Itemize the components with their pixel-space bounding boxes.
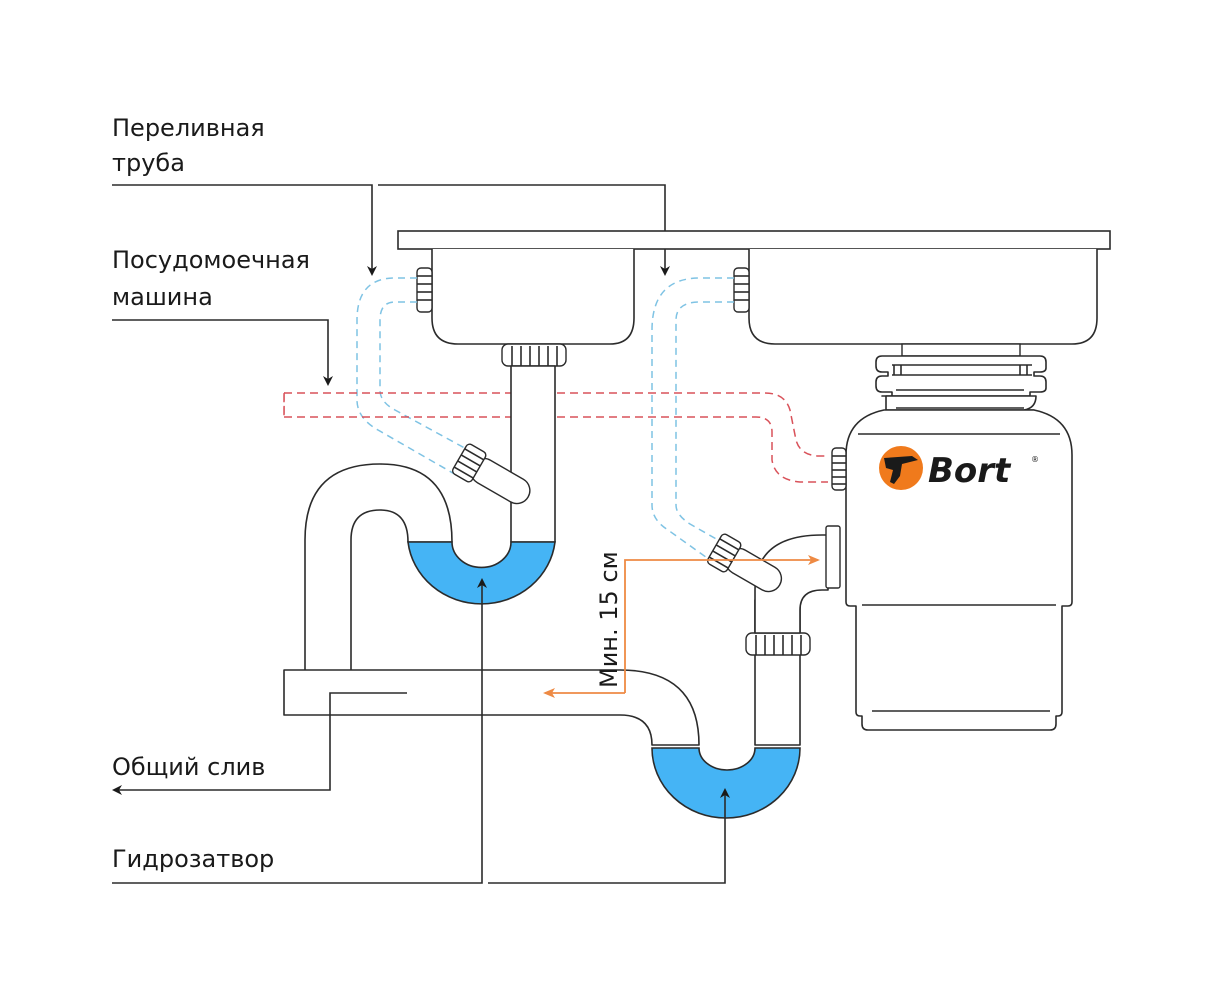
common-drain-pipe — [283, 669, 700, 746]
disposer-unit — [845, 343, 1073, 731]
right-sink-bowl — [748, 249, 1098, 345]
dimension-arrow-right — [624, 555, 820, 693]
label-overflow-pipe-line2: труба — [112, 149, 185, 177]
disposer-dishwasher-inlet — [831, 447, 847, 491]
bort-logo-text: Bort — [928, 451, 1012, 491]
label-dishwasher-line2: машина — [112, 283, 213, 311]
label-overflow-pipe: Переливная труба — [112, 114, 265, 177]
min-height-dimension: Мин. 15 см — [543, 551, 820, 698]
leader-water-seal-right — [488, 788, 730, 884]
right-trap-nut — [745, 632, 811, 656]
disposer-outlet-flange — [825, 525, 841, 589]
label-dishwasher-line1: Посудомоечная — [112, 246, 310, 274]
right-trap-water — [651, 747, 801, 819]
registered-mark: ® — [1031, 455, 1039, 464]
right-sink-overflow-fitting — [733, 267, 750, 313]
overflow-hose-left — [356, 277, 473, 481]
disposer-body-upper — [845, 409, 1073, 731]
min-height-label: Мин. 15 см — [595, 551, 623, 688]
dishwasher-hose — [283, 392, 828, 483]
drill-icon — [884, 456, 918, 484]
overflow-hose-right — [651, 277, 734, 561]
label-overflow-pipe-line1: Переливная — [112, 114, 265, 142]
leader-overflow-left — [112, 184, 377, 276]
leader-common-drain — [112, 692, 407, 795]
left-drain-nut — [501, 343, 567, 367]
disposer-neck — [901, 343, 1021, 357]
label-water-seal: Гидрозатвор — [112, 845, 274, 873]
left-sink-overflow-fitting — [416, 267, 433, 313]
countertop — [397, 230, 1111, 250]
label-common-drain: Общий слив — [112, 753, 265, 781]
label-dishwasher: Посудомоечная машина — [112, 246, 310, 311]
leader-dishwasher — [112, 319, 333, 386]
left-sink-bowl — [431, 249, 635, 345]
bort-logo: Bort ® — [879, 446, 1039, 491]
left-trap-water — [407, 541, 556, 605]
left-overflow-inlet — [451, 443, 531, 505]
leader-water-seal-left — [112, 578, 487, 884]
left-trap-pipe — [510, 365, 556, 543]
